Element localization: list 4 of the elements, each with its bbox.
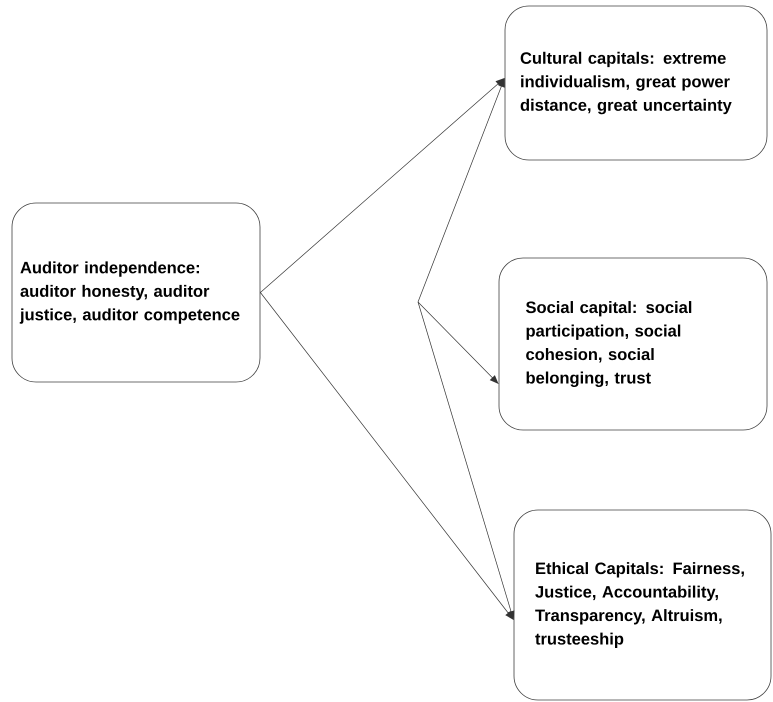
text-box: Social capital: social participation, social cohesion, social belonging, trust — [498, 258, 768, 430]
text-box: Auditor independence: auditor honesty, auditor justice, auditor competence — [12, 202, 260, 382]
text-box: Cultural capitals: extreme individualism, great power distance, great uncertainty — [504, 6, 768, 160]
text-box: Ethical Capitals: Fairness, Justice, Accountability, Transparency, Altruism, trusteeship — [514, 510, 772, 700]
